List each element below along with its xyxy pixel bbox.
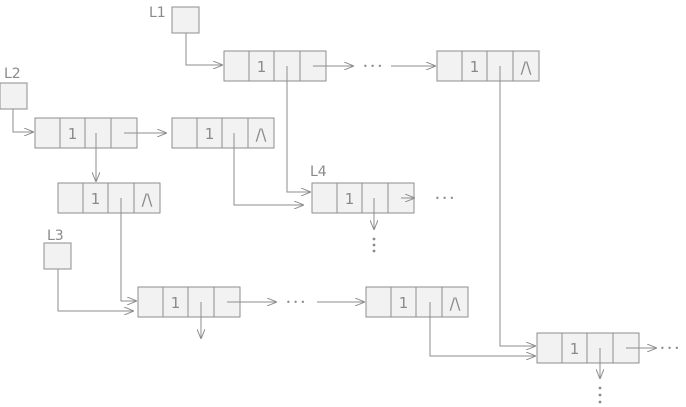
node-d (171, 117, 275, 149)
node-d-nil: /\ (256, 125, 267, 144)
ellipsis-after-node-a: • • • (363, 62, 382, 71)
node-a-value: 1 (257, 58, 267, 76)
label-l2: L2 (4, 66, 21, 82)
node-g-value: 1 (171, 294, 181, 312)
node-d-value: 1 (205, 125, 215, 143)
node-c (34, 117, 138, 149)
label-l3: L3 (47, 228, 64, 244)
ellipsis-after-node-g: • • • (286, 298, 305, 307)
node-h-nil: /\ (450, 294, 461, 313)
arrow-node-e-down (120, 198, 136, 301)
label-l4: L4 (310, 164, 327, 180)
arrow-node-h-down (429, 302, 535, 356)
node-h-value: 1 (399, 294, 409, 312)
node-e-value: 1 (91, 190, 101, 208)
node-h (365, 286, 469, 318)
node-e-nil: /\ (142, 190, 153, 209)
label-l1: L1 (149, 5, 166, 21)
node-c-value: 1 (68, 125, 78, 143)
arrow-l1-to-node-a (185, 33, 222, 65)
pointer-box-l3 (43, 242, 72, 270)
arrow-node-b-down (499, 66, 535, 346)
arrow-node-d-down (233, 133, 303, 205)
arrow-l3-to-node-g (57, 269, 133, 311)
node-e (57, 182, 161, 214)
vertical-ellipsis-below-node-i (598, 386, 602, 404)
node-i-value: 1 (570, 340, 580, 358)
pointer-box-l1 (171, 6, 200, 34)
node-a (223, 50, 327, 82)
ellipsis-after-node-i: • • • (660, 344, 679, 353)
node-f (311, 182, 415, 214)
node-b (436, 50, 540, 82)
vertical-ellipsis-below-node-f (372, 237, 376, 253)
arrow-node-a-down (286, 66, 310, 192)
node-b-value: 1 (470, 58, 480, 76)
ellipsis-after-node-f: • • • (435, 194, 454, 203)
node-f-value: 1 (345, 190, 355, 208)
node-b-nil: /\ (521, 58, 532, 77)
pointer-box-l2 (0, 82, 28, 110)
node-g (137, 286, 241, 318)
arrow-l2-to-node-c (12, 109, 33, 132)
node-i (536, 332, 640, 364)
